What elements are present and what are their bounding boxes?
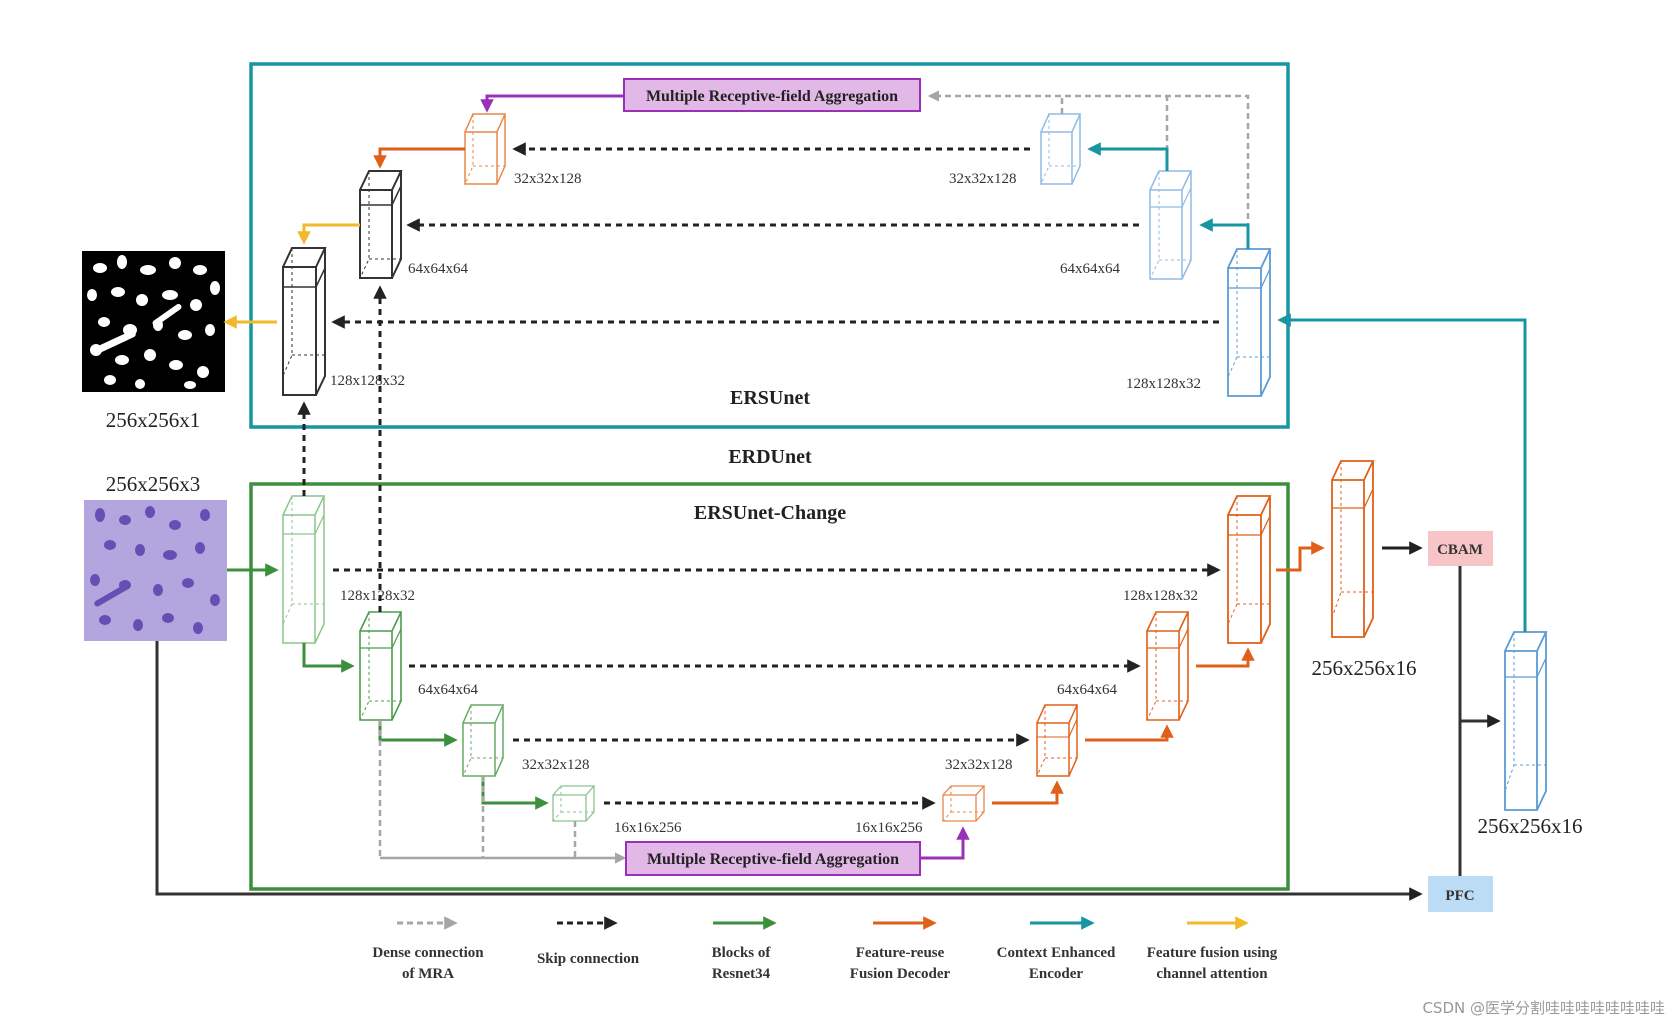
pfc-output-block xyxy=(1504,631,1548,811)
top-encoder-block-64 xyxy=(1149,170,1193,280)
output-size-label: 256x256x1 xyxy=(106,408,201,432)
bottom-decoder-block-32 xyxy=(1036,704,1079,777)
legend-item-attention: Feature fusion using channel attention xyxy=(1147,916,1278,982)
top-mra-box xyxy=(623,78,921,112)
legend-dense-line1: Dense connection xyxy=(372,945,484,961)
pfc-box xyxy=(1428,876,1493,912)
top-mra-output-arrow xyxy=(480,94,624,113)
top-decoder-arrow-1 xyxy=(373,147,465,169)
fused-feature-label: 256x256x16 xyxy=(1312,656,1417,680)
bottom-encoder-64-label: 64x64x64 xyxy=(418,682,479,698)
legend-item-encoder: Context Enhanced Encoder xyxy=(997,916,1116,982)
bottom-encoder-block-16 xyxy=(552,785,596,822)
top-encoder-block-128 xyxy=(1227,248,1272,397)
bottom-decoder-64-label: 64x64x64 xyxy=(1057,682,1118,698)
legend-attention-line1: Feature fusion using xyxy=(1147,945,1278,961)
output-mask-image xyxy=(82,251,225,392)
bottom-dense-connections xyxy=(378,720,627,864)
green-encoder-arrow-3 xyxy=(481,776,549,810)
top-decoder-32-label: 32x32x128 xyxy=(514,171,582,187)
green-encoder-arrow-1 xyxy=(302,643,355,673)
input-size-label: 256x256x3 xyxy=(106,472,201,496)
bottom-encoder-16-label: 16x16x256 xyxy=(614,820,682,836)
input-to-pfc-arrow xyxy=(155,641,1423,901)
legend-attention-line2: channel attention xyxy=(1156,966,1268,982)
bottom-encoder-block-64 xyxy=(359,611,403,721)
cbam-label: CBAM xyxy=(1437,542,1483,558)
input-histology-image xyxy=(84,500,227,641)
top-encoder-32-label: 32x32x128 xyxy=(949,171,1017,187)
cbam-box xyxy=(1428,531,1493,566)
legend-encoder-line1: Context Enhanced xyxy=(997,945,1116,961)
legend-decoder-line1: Feature-reuse xyxy=(856,945,945,961)
top-mra-label: Multiple Receptive-field Aggregation xyxy=(646,88,898,105)
top-encoder-arrow-2 xyxy=(1087,142,1169,171)
fused-feature-block xyxy=(1331,460,1375,638)
green-encoder-arrow-2 xyxy=(378,720,458,747)
legend: Dense connection of MRA Skip connection … xyxy=(372,916,1278,982)
bottom-decoder-16-label: 16x16x256 xyxy=(855,820,923,836)
legend-item-skip: Skip connection xyxy=(537,916,640,967)
bottom-decoder-block-64 xyxy=(1146,611,1190,721)
bottom-decoder-128-label: 128x128x32 xyxy=(1123,588,1198,604)
top-decoder-block-32 xyxy=(464,113,507,185)
bottom-encoder-32-label: 32x32x128 xyxy=(522,757,590,773)
legend-dense-line2: of MRA xyxy=(402,966,454,982)
bottom-encoder-128-label: 128x128x32 xyxy=(340,588,415,604)
top-decoder-block-64 xyxy=(359,170,403,279)
legend-encoder-line2: Encoder xyxy=(1029,966,1084,982)
top-decoder-128-label: 128x128x32 xyxy=(330,373,405,389)
erdunet-title: ERDUnet xyxy=(728,446,812,468)
top-decoder-64-label: 64x64x64 xyxy=(408,261,469,277)
bottom-decoder-block-128 xyxy=(1227,495,1272,644)
pfc-label: PFC xyxy=(1445,888,1474,904)
watermark-text: CSDN @医学分割哇哇哇哇哇哇哇哇 xyxy=(1422,999,1665,1017)
bottom-mra-output-arrow xyxy=(920,826,970,860)
top-decoder-arrow-2 xyxy=(297,223,360,245)
legend-decoder-line2: Fusion Decoder xyxy=(850,966,951,982)
legend-item-decoder: Feature-reuse Fusion Decoder xyxy=(850,916,951,982)
ersunet-change-frame xyxy=(249,482,1290,891)
ersunet-title: ERSUnet xyxy=(730,387,810,409)
context-feedback-arrow xyxy=(1277,313,1527,632)
bottom-decoder-block-16 xyxy=(942,785,986,822)
orange-decoder-arrow-3 xyxy=(1196,647,1255,668)
legend-item-resnet: Blocks of Resnet34 xyxy=(712,916,777,982)
bottom-encoder-block-128 xyxy=(282,495,326,644)
top-encoder-arrow-1 xyxy=(1199,218,1250,249)
ersunet-change-title: ERSUnet-Change xyxy=(694,502,846,524)
bottom-mra-label: Multiple Receptive-field Aggregation xyxy=(647,851,899,868)
top-decoder-block-128 xyxy=(282,247,327,396)
legend-resnet-line1: Blocks of xyxy=(712,945,772,961)
orange-decoder-arrow-4 xyxy=(1276,541,1325,572)
bottom-decoder-32-label: 32x32x128 xyxy=(945,757,1013,773)
top-encoder-64-label: 64x64x64 xyxy=(1060,261,1121,277)
top-encoder-block-32 xyxy=(1040,113,1082,185)
orange-decoder-arrow-2 xyxy=(1085,724,1174,742)
legend-item-dense: Dense connection of MRA xyxy=(372,916,484,982)
top-encoder-128-label: 128x128x32 xyxy=(1126,376,1201,392)
ersunet-frame xyxy=(249,62,1290,429)
legend-resnet-line2: Resnet34 xyxy=(712,966,771,982)
bottom-encoder-block-32 xyxy=(462,704,505,777)
orange-decoder-arrow-1 xyxy=(992,780,1064,805)
pfc-output-label: 256x256x16 xyxy=(1478,814,1583,838)
legend-skip-line1: Skip connection xyxy=(537,951,640,967)
